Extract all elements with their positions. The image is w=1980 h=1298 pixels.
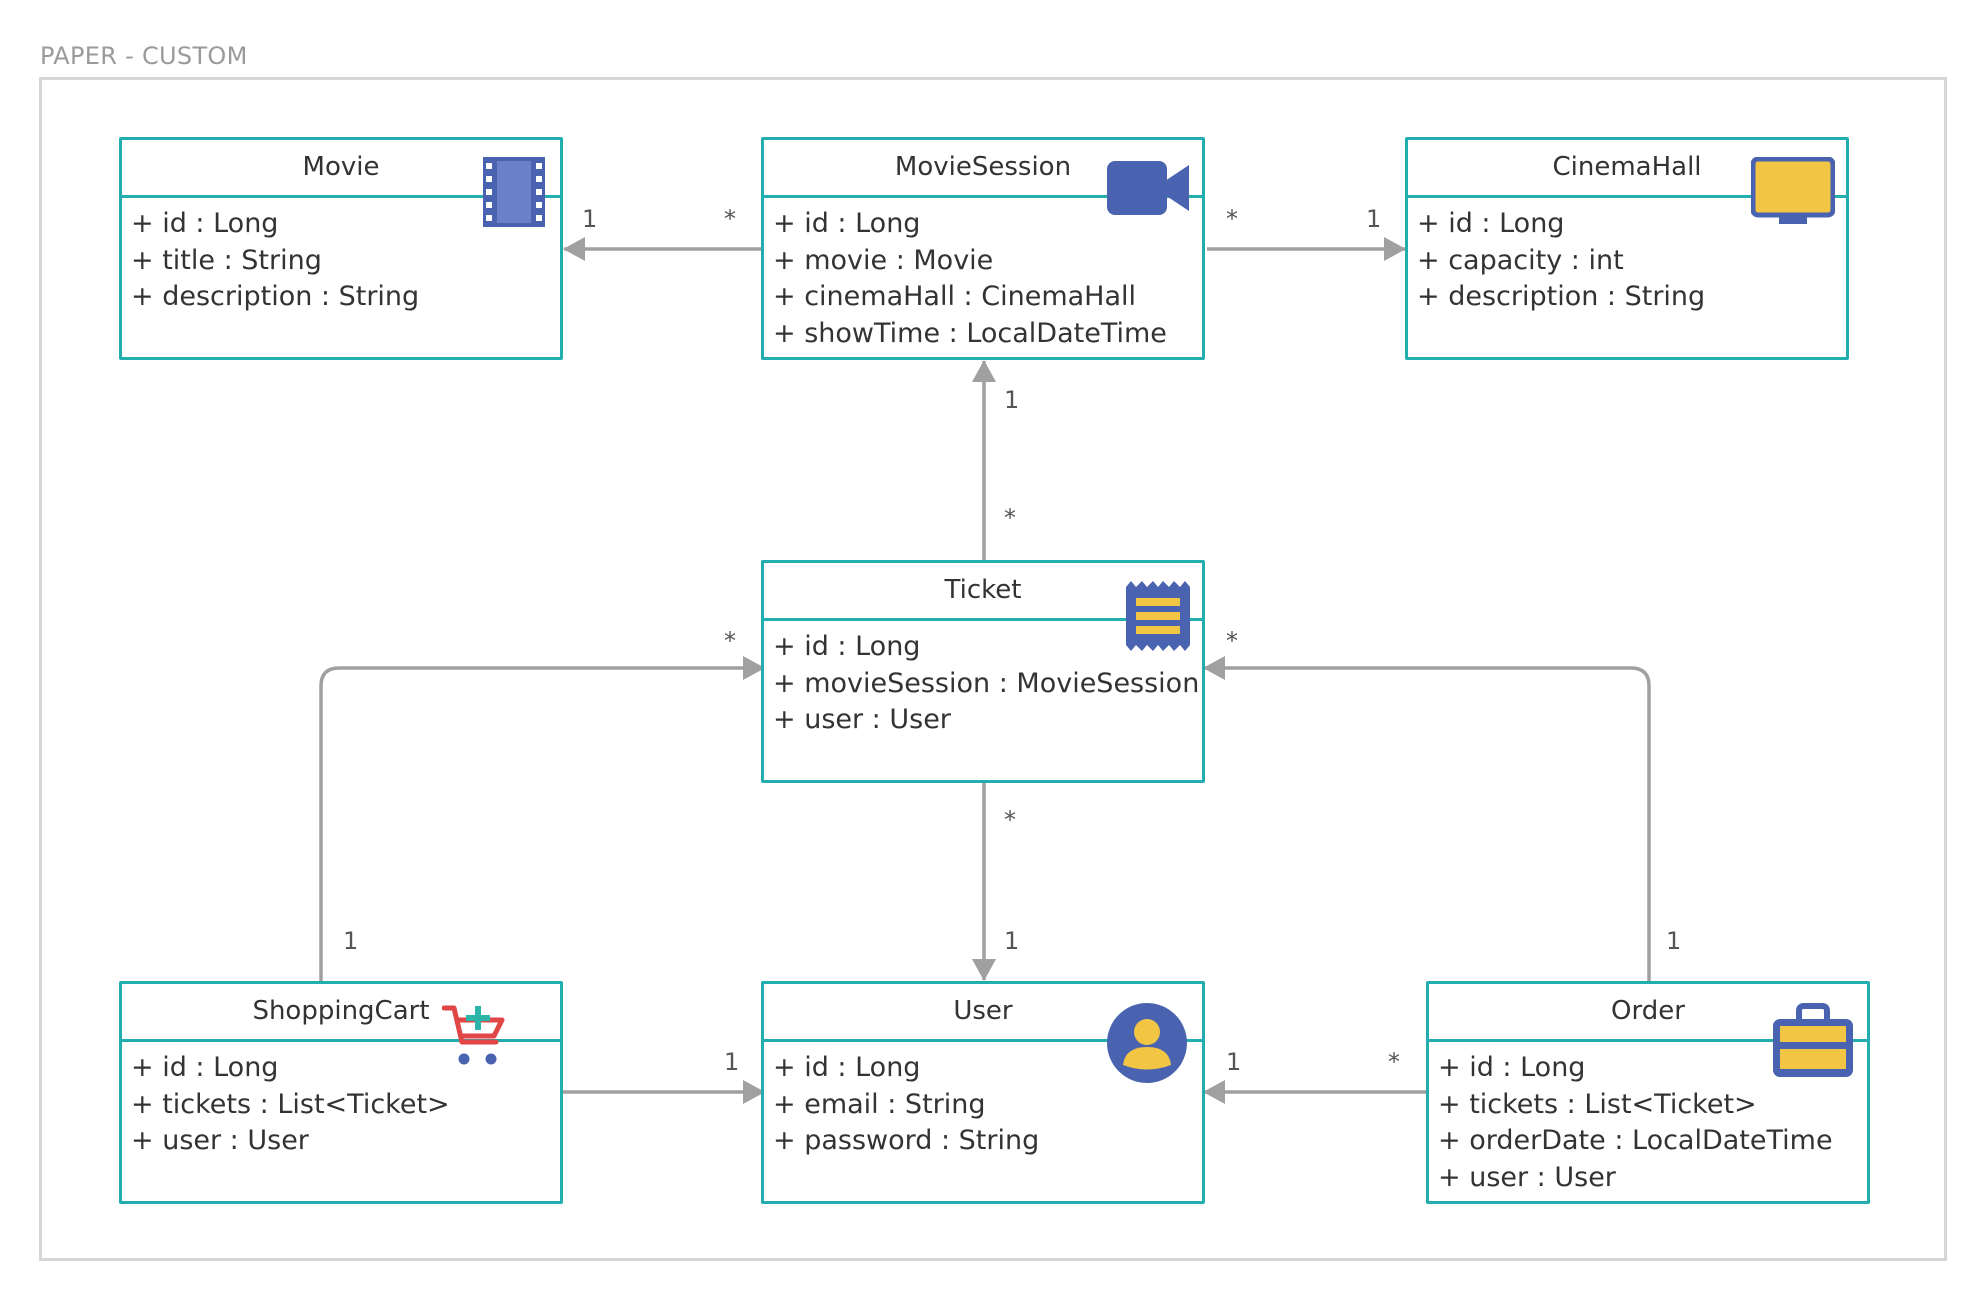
class-header: CinemaHall xyxy=(1408,140,1846,198)
class-moviesession[interactable]: MovieSession + id : Long + movie : Movie… xyxy=(761,137,1205,360)
multiplicity-label: * xyxy=(1226,627,1238,655)
class-title: Movie xyxy=(302,152,380,182)
multiplicity-label: 1 xyxy=(1366,205,1382,233)
class-header: Order xyxy=(1429,984,1867,1042)
film-icon xyxy=(483,157,545,227)
multiplicity-label: * xyxy=(1004,806,1016,834)
class-movie[interactable]: Movie + id : Long + title : String + des… xyxy=(119,137,563,360)
class-title: Ticket xyxy=(944,575,1022,605)
attribute-list: + id : Long + title : String + descripti… xyxy=(122,198,560,316)
attribute: + id : Long xyxy=(773,631,921,662)
class-ticket[interactable]: Ticket + id : Long + movieSession : Movi… xyxy=(761,560,1205,783)
multiplicity-label: 1 xyxy=(1226,1048,1242,1076)
class-header: Ticket xyxy=(764,563,1202,621)
monitor-icon xyxy=(1751,157,1835,224)
attribute: + movieSession : MovieSession xyxy=(773,667,1200,699)
class-order[interactable]: Order + id : Long + tickets : List<Ticke… xyxy=(1426,981,1870,1204)
edge-cart-to-ticket xyxy=(319,656,765,981)
attribute: + movie : Movie xyxy=(773,244,994,276)
attribute: + id : Long xyxy=(1417,208,1565,239)
video-camera-icon xyxy=(1107,161,1189,215)
class-title: MovieSession xyxy=(894,152,1072,182)
multiplicity-label: 1 xyxy=(343,927,359,955)
attribute: + title : String xyxy=(131,244,322,276)
attribute: + showTime : LocalDateTime xyxy=(773,317,1167,349)
attribute-list: + id : Long + email : String + password … xyxy=(764,1042,1202,1160)
multiplicity-label: 1 xyxy=(1004,927,1020,955)
multiplicity-label: 1 xyxy=(1004,386,1020,414)
diagram-canvas xyxy=(39,77,1947,1261)
attribute: + capacity : int xyxy=(1417,244,1624,276)
attribute: + user : User xyxy=(773,704,951,735)
attribute: + tickets : List<Ticket> xyxy=(1438,1088,1757,1120)
multiplicity-label: * xyxy=(1004,504,1016,532)
class-header: User xyxy=(764,984,1202,1042)
attribute-list: + id : Long + movieSession : MovieSessio… xyxy=(764,621,1202,739)
class-title: Order xyxy=(1611,996,1685,1026)
edge-order-to-ticket xyxy=(1203,656,1651,981)
paper-label: PAPER - CUSTOM xyxy=(40,42,248,70)
class-header: Movie xyxy=(122,140,560,198)
attribute: + cinemaHall : CinemaHall xyxy=(773,281,1137,312)
receipt-icon xyxy=(1126,581,1190,651)
multiplicity-label: * xyxy=(724,627,736,655)
attribute: + password : String xyxy=(773,1125,1040,1156)
attribute-list: + id : Long + tickets : List<Ticket> + o… xyxy=(1429,1042,1867,1196)
attribute: + user : User xyxy=(1438,1161,1616,1193)
attribute-list: + id : Long + capacity : int + descripti… xyxy=(1408,198,1846,316)
class-title: CinemaHall xyxy=(1552,152,1702,182)
class-user[interactable]: User + id : Long + email : String + pass… xyxy=(761,981,1205,1204)
attribute: + email : String xyxy=(773,1088,986,1120)
attribute: + description : String xyxy=(1417,281,1706,312)
multiplicity-label: 1 xyxy=(724,1048,740,1076)
add-to-cart-icon xyxy=(442,1005,505,1065)
class-header: ShoppingCart xyxy=(122,984,560,1042)
attribute: + user : User xyxy=(131,1125,309,1156)
attribute: + id : Long xyxy=(131,208,279,239)
attribute: + id : Long xyxy=(773,1052,921,1083)
attribute: + id : Long xyxy=(773,208,921,239)
class-cinemahall[interactable]: CinemaHall + id : Long + capacity : int … xyxy=(1405,137,1849,360)
attribute: + id : Long xyxy=(1438,1052,1586,1083)
attribute: + orderDate : LocalDateTime xyxy=(1438,1125,1833,1156)
class-title: User xyxy=(953,996,1013,1026)
attribute-list: + id : Long + movie : Movie + cinemaHall… xyxy=(764,198,1202,352)
briefcase-icon xyxy=(1773,1003,1853,1077)
class-shoppingcart[interactable]: ShoppingCart + id : Long + tickets : Lis… xyxy=(119,981,563,1204)
attribute-list: + id : Long + tickets : List<Ticket> + u… xyxy=(122,1042,560,1160)
attribute: + id : Long xyxy=(131,1052,279,1083)
multiplicity-label: 1 xyxy=(1666,927,1682,955)
class-title: ShoppingCart xyxy=(252,996,430,1026)
attribute: + description : String xyxy=(131,281,420,312)
multiplicity-label: * xyxy=(724,205,736,233)
multiplicity-label: * xyxy=(1226,205,1238,233)
user-avatar-icon xyxy=(1107,1003,1187,1083)
class-header: MovieSession xyxy=(764,140,1202,198)
attribute: + tickets : List<Ticket> xyxy=(131,1088,450,1120)
multiplicity-label: * xyxy=(1388,1048,1400,1076)
multiplicity-label: 1 xyxy=(582,205,598,233)
